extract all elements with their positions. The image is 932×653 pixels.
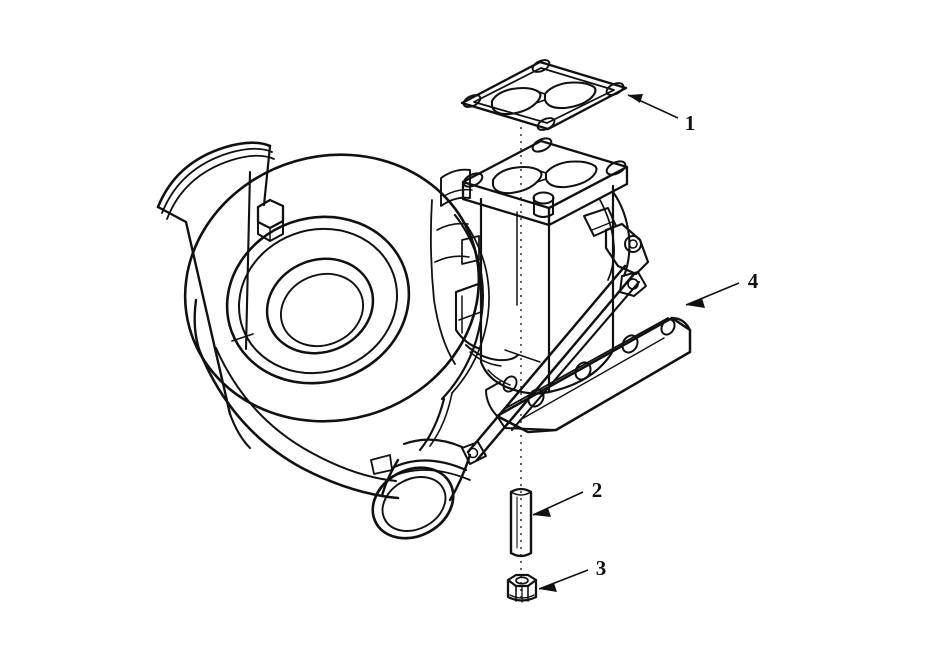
callout-3-label: 3 [596,556,607,580]
callout-4: 4 [685,269,759,308]
callout-3-arrowhead [539,583,557,592]
callout-3: 3 [538,556,607,592]
callout-2-arrowhead [533,508,551,517]
callout-4-label: 4 [748,269,759,293]
turbine-inlet-flange [461,137,629,227]
compressor-inlet-bore [225,215,411,385]
part-hex-nut [506,573,538,603]
compressor-inlet-snout [156,141,285,450]
part-stud-pin [509,487,533,558]
callout-2-label: 2 [592,478,603,502]
callout-1: 1 [627,94,696,135]
callout-2: 2 [532,478,603,517]
center-bearing-housing [429,168,480,365]
callout-1-label: 1 [685,111,696,135]
compressor-housing-volute [183,153,490,500]
wastegate-actuator-linkage [461,207,650,465]
callout-1-arrowhead [628,94,643,103]
callout-4-arrowhead [686,298,705,308]
part-mounting-bracket [485,316,692,434]
compressor-outlet-port [370,438,472,540]
part-gasket [460,59,628,131]
